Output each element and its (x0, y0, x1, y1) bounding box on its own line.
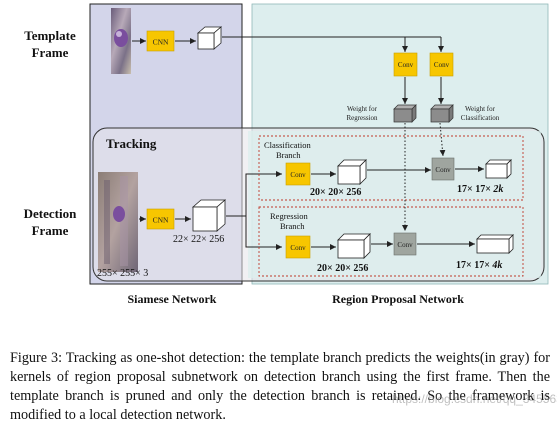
classification-branch-title-line2: Branch (276, 150, 301, 160)
detection-feature-cube (191, 199, 227, 232)
weight-classification-cube (430, 104, 454, 123)
regression-branch-title-line1: Regression (270, 211, 309, 221)
template-cnn-label: CNN (153, 38, 169, 47)
weight-regression-label-line2: Regression (346, 114, 378, 122)
cls-conv-kernel-label: Conv (435, 166, 451, 174)
template-feature-cube (196, 26, 223, 50)
cls-feature-dim: 20× 20× 256 (310, 187, 361, 198)
reg-conv-kernel-label: Conv (397, 241, 413, 249)
watermark: https://blog.csdn.net/qq_34556319 (392, 392, 557, 406)
reg-conv-input (285, 235, 311, 259)
siamese-network-label: Siamese Network (128, 292, 217, 306)
figure-caption: Figure 3: Tracking as one-shot detection… (10, 350, 550, 423)
detection-frame-label-line1: Detection (24, 206, 77, 221)
weight-regression-label-line1: Weight for (347, 105, 378, 113)
reg-output-dim-k: 4k (491, 260, 502, 271)
input-dimension-label: 255× 255× 3 (97, 268, 148, 279)
reg-output-dim-prefix: 17× 17× (456, 260, 492, 271)
regression-branch-box (258, 206, 524, 277)
detection-cnn-box (146, 208, 175, 230)
conv-top-right (429, 52, 454, 77)
cls-output-dim-k: 2k (492, 184, 503, 195)
cls-feature-cube (337, 159, 367, 185)
cls-conv-input (285, 162, 311, 186)
reg-output-dim: 17× 17× 4k (456, 260, 502, 271)
weight-regression-cube (393, 104, 417, 123)
classification-branch-title-line1: Classification (264, 140, 311, 150)
regression-branch-title-line2: Branch (280, 221, 305, 231)
cls-output-cube (485, 159, 512, 179)
detection-feature-dim: 22× 22× 256 (173, 234, 224, 245)
conv-top-left (393, 52, 418, 77)
cls-conv-kernel (431, 157, 455, 181)
region-proposal-network-label: Region Proposal Network (332, 292, 464, 306)
weight-classification-label-line2: Classification (461, 114, 500, 122)
detection-image (98, 172, 138, 272)
template-frame-label-line2: Frame (32, 45, 69, 60)
template-image (111, 8, 131, 74)
cls-output-dim: 17× 17× 2k (457, 184, 503, 195)
reg-output-cube (476, 234, 514, 254)
fork-line-to-classification (226, 171, 282, 217)
reg-conv-kernel (393, 232, 417, 256)
cls-conv-input-label: Conv (290, 171, 306, 179)
detection-frame-label-line2: Frame (32, 223, 69, 238)
conv-top-left-label: Conv (398, 61, 414, 69)
cls-output-dim-prefix: 17× 17× (457, 184, 493, 195)
reg-conv-input-label: Conv (290, 244, 306, 252)
reg-feature-cube (337, 233, 371, 259)
weight-classification-label-line1: Weight for (465, 105, 496, 113)
template-cnn-box (146, 30, 175, 52)
tracking-title: Tracking (106, 136, 157, 151)
detection-cnn-label: CNN (153, 216, 169, 225)
conv-top-right-label: Conv (434, 61, 450, 69)
reg-feature-dim: 20× 20× 256 (317, 263, 368, 274)
classification-branch-box (258, 135, 524, 201)
template-frame-label-line1: Template (24, 28, 76, 43)
fork-line-to-regression (245, 216, 282, 250)
